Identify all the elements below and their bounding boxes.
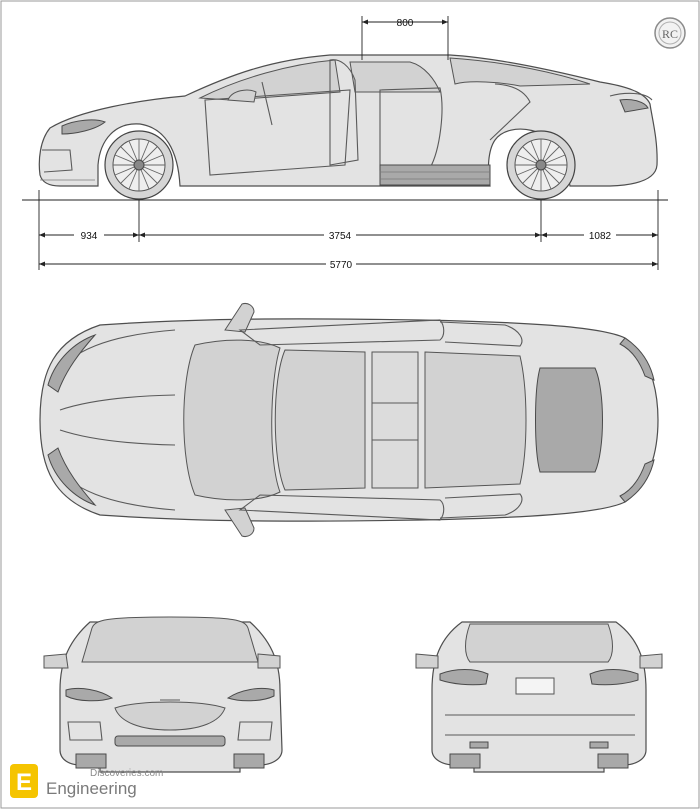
front-windshield	[81, 616, 259, 663]
front-tire-left	[75, 753, 107, 769]
rear-exhaust-left	[469, 741, 489, 749]
rear-mirror-left	[415, 653, 439, 669]
side-front-wheel	[104, 130, 174, 200]
rear-mirror-right	[639, 653, 663, 669]
front-view	[43, 616, 283, 773]
top-rear-door-right	[439, 493, 523, 519]
side-open-door-frame	[329, 59, 359, 166]
dim-overall-length-label: 5770	[330, 260, 353, 271]
dim-wheelbase-label: 3754	[329, 231, 352, 242]
top-view	[39, 303, 659, 537]
dim-door-opening-label: 800	[397, 18, 414, 29]
front-tire-right	[233, 753, 265, 769]
watermark-badge-letter: E	[16, 769, 32, 796]
top-rear-window	[535, 367, 603, 473]
rear-plate	[515, 677, 555, 695]
top-mirror-right	[224, 507, 255, 537]
side-taillight	[619, 99, 649, 113]
top-door-right	[238, 494, 445, 521]
side-headlight	[61, 119, 106, 135]
rear-tire-right	[597, 753, 629, 769]
dim-rear-overhang-label: 1082	[589, 231, 612, 242]
top-door-left	[238, 319, 445, 346]
front-mirror-right	[257, 653, 281, 669]
top-mirror-left	[224, 303, 255, 333]
front-headlight-right	[226, 687, 275, 702]
side-mirror	[227, 89, 257, 103]
side-rear-spoiler	[609, 92, 653, 101]
top-roof-rear	[424, 351, 527, 489]
top-headlight-left	[47, 333, 97, 393]
side-window-front	[198, 59, 341, 101]
side-rear-pillar	[489, 83, 531, 141]
side-view: 800 934 3754 1082 5770	[22, 16, 668, 271]
top-tail-right	[619, 459, 655, 503]
watermark-line2: Engineering	[46, 779, 137, 798]
top-hood-center	[59, 394, 176, 446]
front-headlight-left	[65, 687, 114, 702]
side-front-grille	[42, 149, 73, 173]
top-headlight-right	[47, 447, 97, 507]
front-lower-grille	[114, 735, 226, 747]
dim-front-overhang-label: 934	[81, 231, 98, 242]
dim-overall-length	[39, 258, 658, 270]
side-sill-opening	[379, 164, 491, 186]
top-rear-door-left	[439, 321, 523, 347]
dim-row-axles	[39, 229, 658, 241]
side-door-handle-a	[261, 81, 273, 126]
side-window-rear	[449, 57, 591, 87]
brand-logo-letters: RC	[662, 27, 678, 41]
dim-door-opening	[361, 16, 449, 60]
front-foglight-right	[237, 721, 273, 741]
rear-view	[415, 621, 663, 773]
rear-window	[465, 623, 613, 663]
rear-taillight-left	[439, 669, 489, 686]
rear-tire-left	[449, 753, 481, 769]
top-roof-gap	[371, 351, 419, 489]
top-tail-left	[619, 337, 655, 381]
watermark-badge	[10, 764, 38, 798]
top-roof-front	[274, 349, 366, 491]
side-window-mid	[349, 61, 441, 93]
rear-taillight-right	[589, 669, 639, 686]
front-foglight-left	[67, 721, 103, 741]
top-windshield	[183, 339, 281, 501]
front-nose-cone	[114, 701, 226, 731]
side-front-door	[204, 89, 351, 176]
brand-logo: RC	[654, 17, 686, 49]
rear-exhaust-right	[589, 741, 609, 749]
watermark-line1: Discoveries.com	[90, 768, 163, 779]
side-rear-wheel	[506, 130, 576, 200]
front-mirror-left	[43, 653, 69, 669]
watermark: E Discoveries.com Engineering	[10, 764, 163, 798]
